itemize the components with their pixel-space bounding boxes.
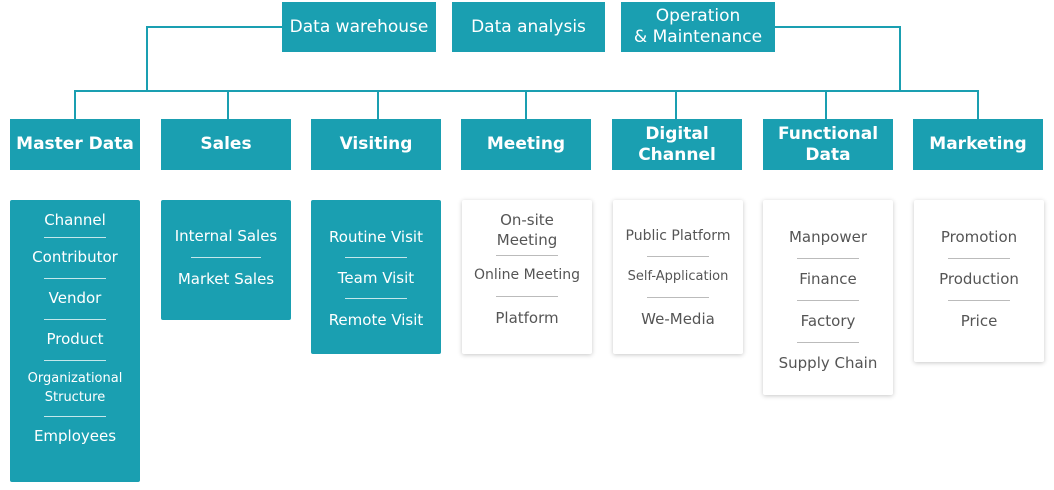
list-item: We-Media <box>641 310 715 328</box>
top-node-operation-maintenance: Operation & Maintenance <box>621 2 775 52</box>
list-item: Routine Visit <box>329 228 423 246</box>
separator <box>948 300 1010 301</box>
separator <box>797 342 859 343</box>
list-item: Manpower <box>788 228 867 246</box>
category-digital-channel: Digital Channel <box>612 119 742 170</box>
top-node-data-analysis: Data analysis <box>452 2 605 52</box>
list-item: Product <box>46 330 104 348</box>
list-item: Remote Visit <box>328 311 424 329</box>
panel-visiting: Routine Visit Team Visit Remote Visit <box>311 200 441 354</box>
panel-meeting: On-site Meeting Online Meeting Platform <box>462 200 592 354</box>
list-item: Contributor <box>32 248 118 266</box>
category-sales: Sales <box>161 119 291 170</box>
separator <box>44 278 106 279</box>
list-item: Factory <box>800 312 856 330</box>
list-item: On-site Meeting <box>496 211 558 249</box>
separator <box>496 296 558 297</box>
category-marketing: Marketing <box>913 119 1043 170</box>
separator <box>44 416 106 417</box>
panel-functional-data: Manpower Finance Factory Supply Chain <box>763 200 893 395</box>
separator <box>44 319 106 320</box>
list-item: Production <box>939 270 1019 288</box>
separator <box>496 255 558 256</box>
category-master-data: Master Data <box>10 119 140 170</box>
list-item: Vendor <box>48 289 102 307</box>
list-item: Online Meeting <box>473 267 581 283</box>
category-visiting: Visiting <box>311 119 441 170</box>
category-functional-data: Functional Data <box>763 119 893 170</box>
list-item: Channel <box>44 211 106 229</box>
list-item: Finance <box>799 270 857 288</box>
separator <box>948 258 1010 259</box>
separator <box>647 297 709 298</box>
top-node-data-warehouse: Data warehouse <box>282 2 436 52</box>
panel-master-data: Channel Contributor Vendor Product Organ… <box>10 200 140 482</box>
list-item: Market Sales <box>177 270 275 288</box>
separator <box>797 258 859 259</box>
separator <box>44 237 106 238</box>
category-meeting: Meeting <box>461 119 591 170</box>
panel-digital-channel: Public Platform Self-Application We-Medi… <box>613 200 743 354</box>
separator <box>647 256 709 257</box>
list-item: Public Platform <box>625 228 731 244</box>
list-item: Promotion <box>940 228 1018 246</box>
separator <box>797 300 859 301</box>
separator <box>345 257 407 258</box>
list-item: Supply Chain <box>778 354 878 372</box>
list-item: Employees <box>33 427 117 445</box>
list-item: Organizational Structure <box>27 371 123 405</box>
list-item: Internal Sales <box>174 227 278 245</box>
separator <box>345 298 407 299</box>
separator <box>191 257 261 258</box>
list-item: Self-Application <box>627 269 729 284</box>
list-item: Price <box>960 312 998 330</box>
list-item: Platform <box>495 309 559 327</box>
separator <box>44 360 106 361</box>
panel-sales: Internal Sales Market Sales <box>161 200 291 320</box>
panel-marketing: Promotion Production Price <box>914 200 1044 362</box>
list-item: Team Visit <box>337 269 415 287</box>
